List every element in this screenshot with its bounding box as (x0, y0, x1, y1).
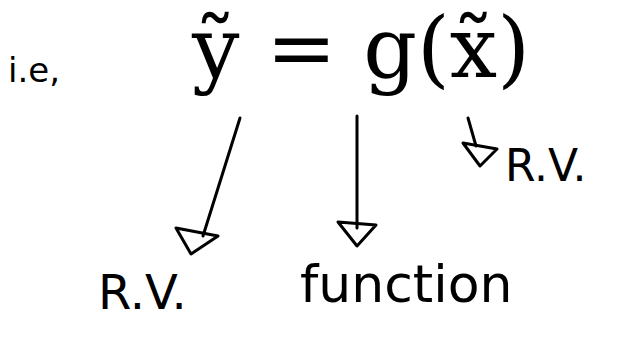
note-text: i.e, (8, 52, 60, 89)
annotation-label: R.V. (505, 142, 586, 190)
annotation-label: R.V. (98, 266, 187, 319)
leader-line (203, 118, 240, 236)
arrow-head (176, 228, 218, 254)
arrow-head (338, 222, 376, 246)
arrow-head (463, 143, 497, 166)
leader-line (356, 116, 359, 228)
leader-line (468, 118, 476, 146)
equation: ỹ = g(x̃) (192, 2, 530, 94)
annotation-label: function (300, 256, 512, 313)
